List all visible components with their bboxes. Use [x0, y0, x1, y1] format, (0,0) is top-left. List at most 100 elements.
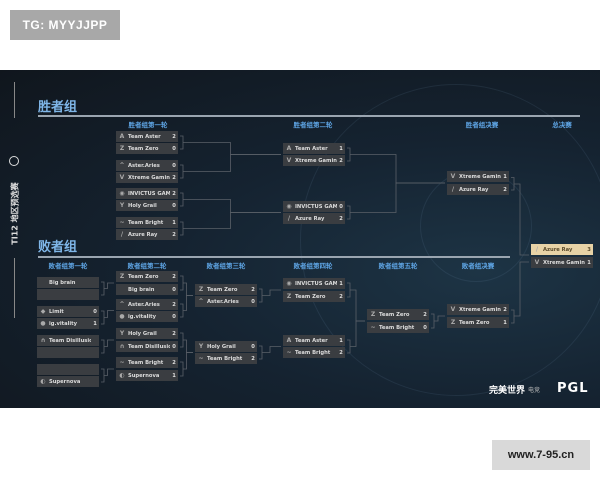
team-logo-icon: ◐ [119, 372, 125, 379]
team-score: 0 [172, 162, 176, 169]
team-name: Xtreme Gaming [459, 173, 501, 180]
team-slot[interactable] [37, 364, 99, 375]
esports-logo: 电竞 [528, 387, 541, 394]
team-score: 2 [339, 349, 343, 356]
connector-line [347, 339, 351, 354]
team-logo-icon: ● [40, 320, 46, 327]
team-logo-icon: A [119, 133, 125, 140]
team-logo-icon: Z [119, 145, 125, 152]
watermark-bottom: www.7-95.cn [492, 440, 590, 470]
team-logo-icon: ◉ [119, 190, 125, 197]
connector-line [183, 352, 193, 370]
connector-line [262, 289, 281, 296]
team-logo-icon: Z [370, 311, 376, 318]
team-slot[interactable]: ◉INVICTUS GAMING0 [283, 201, 345, 212]
team-name: Team Bright [128, 219, 164, 226]
team-score: 1 [339, 145, 343, 152]
team-logo-icon: ◐ [40, 378, 46, 385]
connector-line [180, 192, 184, 207]
team-logo-icon: A [286, 337, 292, 344]
team-slot[interactable]: ◉INVICTUS GAMING2 [116, 188, 178, 199]
team-name: Team Bright [379, 324, 415, 331]
team-slot[interactable]: ∩Team Disillusion0 [116, 341, 178, 352]
round-label-losers-2: 败者组第二轮 [127, 262, 167, 270]
team-score: 0 [172, 343, 176, 350]
team-logo-icon: ~ [119, 219, 125, 226]
team-score: 2 [172, 330, 176, 337]
team-name: Team Bright [207, 355, 243, 362]
team-slot[interactable]: ◐Supernova [37, 376, 99, 387]
team-score: 0 [93, 308, 97, 315]
team-slot[interactable]: ◉INVICTUS GAMING1 [283, 278, 345, 289]
connector-line [511, 309, 515, 324]
team-name: Team Zero [295, 293, 326, 300]
team-logo-icon: Z [119, 273, 125, 280]
team-name: Team Bright [295, 349, 331, 356]
connector-line [511, 177, 515, 191]
team-score: 2 [503, 186, 507, 193]
team-name: Holy Grail [207, 343, 236, 350]
team-logo-icon: Y [119, 330, 125, 337]
team-score: 1 [339, 280, 343, 287]
team-score: 1 [172, 372, 176, 379]
team-slot[interactable]: ∩Team Disillusion [37, 335, 99, 346]
team-name: ig.vitality [128, 313, 157, 320]
team-score: 2 [172, 231, 176, 238]
round-label-losers-1: 败者组第一轮 [48, 262, 88, 270]
team-name: Team Zero [128, 273, 159, 280]
team-slot[interactable] [37, 289, 99, 300]
team-name: Team Aster [295, 145, 328, 152]
team-slot[interactable]: Big brain [37, 277, 99, 288]
connector-line [431, 313, 435, 329]
team-name: Aster.Aries [128, 162, 160, 169]
connector-line [101, 368, 105, 383]
team-logo-icon: V [450, 306, 456, 313]
connector-line [183, 295, 193, 311]
team-name: INVICTUS GAMING [295, 203, 337, 210]
connector-line [350, 320, 365, 347]
connector-line [262, 346, 281, 353]
team-name: Azure Ray [295, 215, 325, 222]
team-name: Azure Ray [543, 246, 573, 253]
team-score: 2 [251, 286, 255, 293]
team-logo-icon: ◉ [286, 203, 292, 210]
team-logo-icon: ~ [198, 355, 204, 362]
connector-line [183, 154, 281, 172]
background-ring [300, 84, 600, 396]
team-slot[interactable] [37, 347, 99, 358]
